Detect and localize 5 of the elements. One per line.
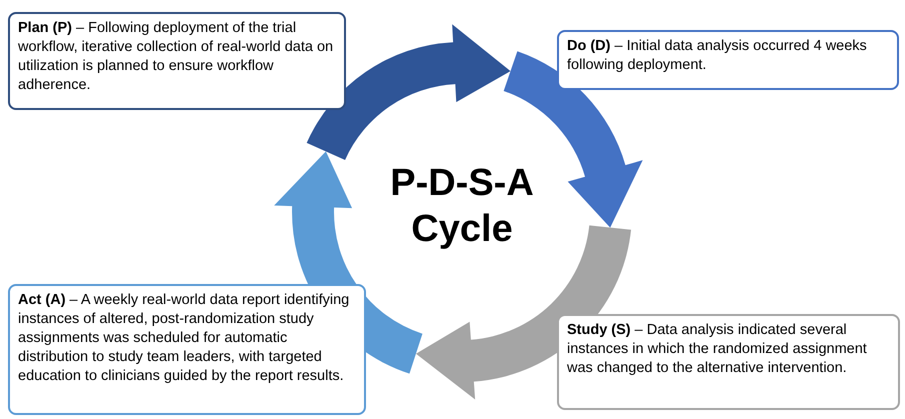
- text-box: Do (D) – Initial data analysis occurred 4 weeks following deployment.: [557, 30, 899, 90]
- text-box: Act (A) – A weekly real-world data report identifying instances of altered, post-randomization study assignments was scheduled for automatic distribution to study team leaders, with targeted education to clinicians guided by the report results.: [8, 284, 366, 415]
- text-box: Study (S) – Data analysis indicated several instances in which the randomized assignment was changed to the alternative intervention.: [557, 314, 900, 410]
- cycle-title: P-D-S-A Cycle: [389, 161, 535, 252]
- text-box: Plan (P) – Following deployment of the trial workflow, iterative collection of real-world data on utilization is planned to ensure workflow adherence.: [8, 12, 346, 110]
